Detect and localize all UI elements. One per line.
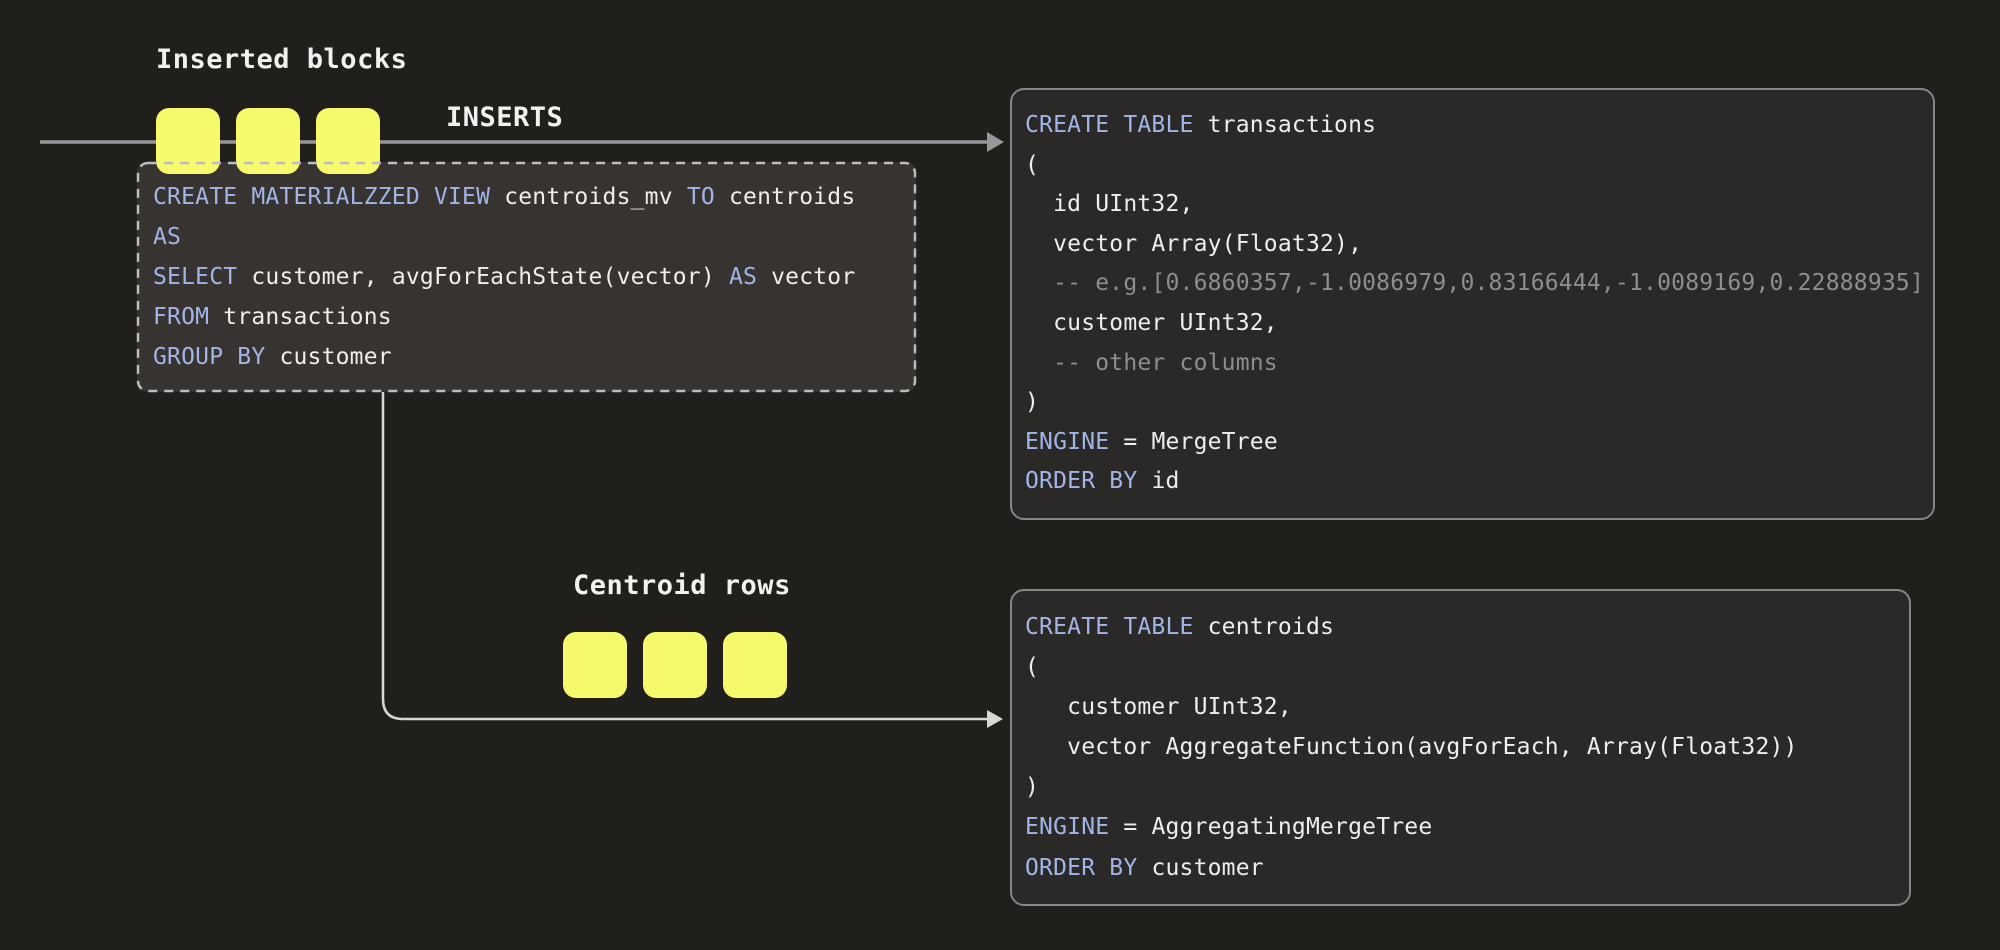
inserted-blocks-label: Inserted blocks — [156, 44, 408, 75]
code-segment: ORDER BY — [1025, 854, 1152, 881]
code-segment: TO — [686, 184, 729, 210]
centroid-rows-label: Centroid rows — [573, 570, 791, 601]
code-segment: ( — [1025, 151, 1040, 178]
code-segment: customer — [1151, 854, 1264, 881]
code-line: ( — [1025, 647, 1896, 687]
code-segment: -- other columns — [1025, 349, 1278, 376]
code-line: customer UInt32, — [1025, 304, 1920, 344]
inserted-block-square — [316, 108, 380, 174]
centroid-row-square — [643, 632, 707, 698]
code-line: id UInt32, — [1025, 185, 1920, 225]
code-line: -- other columns — [1025, 344, 1920, 384]
code-segment: id UInt32, — [1025, 191, 1194, 218]
centroid-rows-row — [563, 632, 787, 698]
transactions-table-box: CREATE TABLE transactions ( id UInt32, ve… — [1010, 88, 1935, 520]
code-segment: CREATE TABLE — [1025, 614, 1208, 640]
code-line: ORDER BY id — [1025, 462, 1920, 502]
code-segment: ( — [1025, 654, 1040, 681]
code-segment: customer — [279, 344, 392, 370]
code-line: SELECT customer, avgForEachState(vector)… — [153, 257, 900, 297]
centroids-table-box: CREATE TABLE centroids ( customer UInt32,… — [1010, 589, 1911, 906]
code-segment: transactions — [1207, 112, 1377, 138]
code-segment: centroids — [1207, 614, 1335, 640]
inserted-block-square — [236, 108, 300, 174]
code-segment: customer UInt32, — [1025, 309, 1278, 336]
code-segment: customer UInt32, — [1025, 694, 1292, 721]
code-segment: AS — [728, 264, 772, 290]
code-segment: vector Array(Float32), — [1025, 230, 1363, 257]
centroids-arrowhead-icon — [987, 710, 1003, 728]
inserts-label: INSERTS — [446, 102, 564, 133]
code-line: ) — [1025, 383, 1920, 423]
code-segment: ENGINE — [1025, 814, 1124, 841]
code-line: -- e.g.[0.6860357,-1.0086979,0.83166444,… — [1025, 264, 1924, 304]
code-segment: CREATE MATERIALZZED VIEW — [153, 184, 505, 210]
code-segment: CREATE TABLE — [1025, 112, 1208, 138]
code-segment: -- e.g.[0.6860357,-1.0086979,0.83166444,… — [1025, 270, 1925, 297]
code-segment: customer, avgForEachState(vector) — [251, 264, 729, 290]
code-line: FROM transactions — [153, 297, 900, 337]
code-segment: vector — [771, 264, 856, 290]
code-line: GROUP BY customer — [153, 337, 900, 377]
inserted-blocks-row — [156, 108, 380, 174]
inserts-arrowhead-icon — [987, 132, 1004, 152]
code-line: ORDER BY customer — [1025, 848, 1896, 888]
code-segment: = MergeTree — [1123, 428, 1278, 455]
code-segment: ) — [1025, 389, 1040, 416]
code-segment: id — [1151, 468, 1180, 495]
code-segment: centroids_mv — [504, 184, 687, 210]
code-line: ENGINE = MergeTree — [1025, 423, 1920, 463]
code-line: ) — [1025, 767, 1896, 807]
code-line: ENGINE = AggregatingMergeTree — [1025, 807, 1896, 847]
code-line: CREATE TABLE transactions — [1025, 106, 1920, 146]
code-segment: transactions — [223, 304, 392, 330]
code-line: customer UInt32, — [1025, 687, 1896, 727]
code-segment: vector AggregateFunction(avgForEach, Arr… — [1025, 734, 1798, 761]
code-line: AS — [153, 217, 900, 257]
inserted-block-square — [156, 108, 220, 174]
code-line: CREATE TABLE centroids — [1025, 607, 1896, 647]
code-line: CREATE MATERIALZZED VIEW centroids_mv TO… — [153, 177, 900, 217]
code-segment: = AggregatingMergeTree — [1123, 814, 1433, 841]
code-segment: FROM — [153, 304, 224, 330]
code-line: ( — [1025, 146, 1920, 186]
code-segment: ) — [1025, 774, 1040, 801]
code-segment: centroids — [728, 184, 856, 210]
code-line: vector Array(Float32), — [1025, 225, 1920, 265]
code-segment: ORDER BY — [1025, 468, 1152, 495]
code-segment: AS — [153, 224, 182, 250]
code-segment: GROUP BY — [153, 344, 280, 370]
centroid-row-square — [563, 632, 627, 698]
code-line: vector AggregateFunction(avgForEach, Arr… — [1025, 727, 1896, 767]
materialized-view-box: CREATE MATERIALZZED VIEW centroids_mv TO… — [137, 162, 916, 392]
code-segment: SELECT — [153, 264, 252, 290]
centroid-row-square — [723, 632, 787, 698]
code-segment: ENGINE — [1025, 428, 1124, 455]
